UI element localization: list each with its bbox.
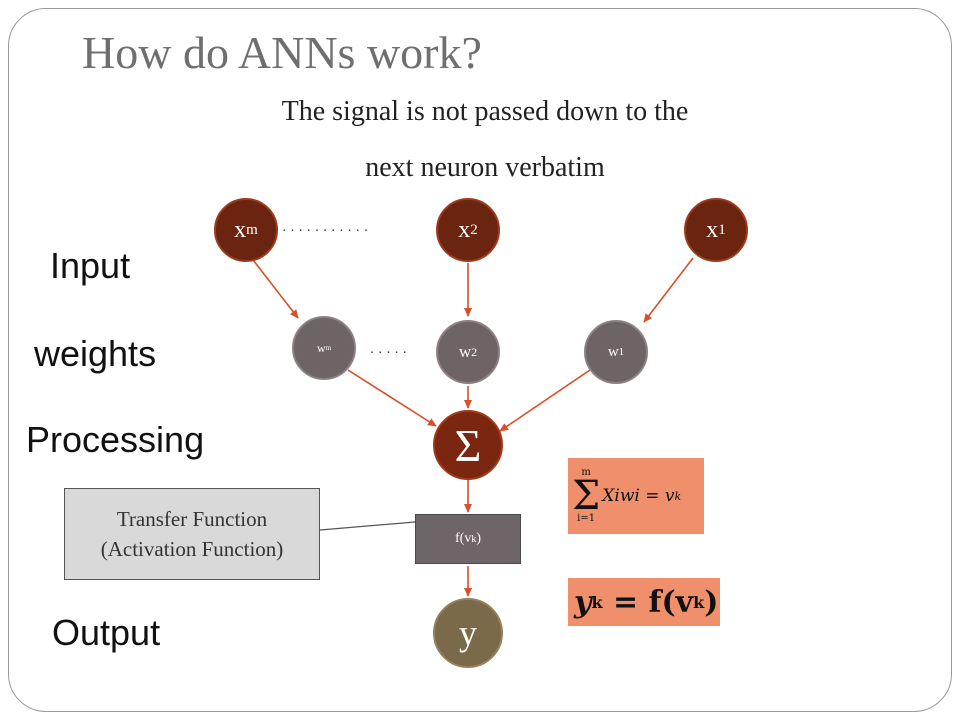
slide-title: How do ANNs work? — [82, 27, 482, 78]
input-node-xm-sub: m — [246, 221, 258, 238]
input-ellipsis: ............ — [274, 218, 373, 235]
input-label: Input — [50, 245, 131, 286]
activation-function-close: ) — [476, 531, 481, 546]
weight-node-w1-base: w — [607, 343, 619, 360]
output-formula-lhs-sub: k — [591, 592, 603, 612]
input-node-x1-base: x — [706, 216, 719, 243]
output-formula-lhs: y — [574, 584, 592, 620]
output-formula-rhs-sub: k — [693, 592, 705, 612]
transfer-connector — [319, 521, 416, 531]
summation-upper-limit: m — [581, 467, 591, 478]
summation-sigma: Σ — [572, 473, 601, 519]
transfer-function-line-2: (Activation Function) — [100, 537, 284, 561]
summation-body: Xiwi = v — [602, 486, 675, 506]
input-node-xm-base: x — [234, 216, 247, 243]
activation-function-sub: k — [471, 533, 477, 545]
edge-x1-w1 — [643, 257, 694, 323]
weight-node-w2-sub: 2 — [471, 344, 478, 359]
transfer-function-line-1: Transfer Function — [116, 507, 268, 531]
transfer-function-box: Transfer Function (Activation Function) — [64, 488, 320, 580]
input-node-x2-sub: 2 — [470, 221, 478, 238]
subtitle-line-1: The signal is not passed down to the — [281, 96, 689, 127]
processing-label: Processing — [26, 419, 205, 460]
output-node-y: y — [433, 598, 503, 668]
edge-w1-sum — [499, 369, 591, 432]
activation-function-base: f(v — [455, 531, 472, 546]
summation-lower-limit: i=1 — [577, 513, 596, 524]
weight-ellipsis: ..... — [370, 340, 411, 357]
summation-symbol: Σ — [454, 419, 482, 471]
output-formula-rhs: = f(v — [602, 584, 694, 620]
input-node-x2-base: x — [458, 216, 471, 243]
summation-body-sub: k — [674, 489, 682, 503]
edge-wm-sum — [347, 369, 437, 427]
summation-node: Σ — [433, 410, 503, 480]
output-formula-close: ) — [704, 584, 719, 620]
weights-label: weights — [34, 333, 157, 374]
slide-frame — [8, 8, 952, 712]
summation-operator: m Σ i=1 — [572, 468, 600, 524]
input-node-x1-sub: 1 — [718, 221, 726, 238]
slide-subtitle: The signal is not passed down to the nex… — [190, 84, 780, 196]
subtitle-line-2: next neuron verbatim — [365, 152, 605, 183]
weight-node-w2-base: w — [458, 342, 472, 361]
weight-node-w1-sub: 1 — [618, 346, 625, 358]
output-node-label: y — [459, 613, 477, 653]
weight-node-wm-base: w — [316, 340, 326, 355]
output-label: Output — [52, 612, 161, 653]
edge-xm-wm — [249, 255, 299, 319]
weight-node-wm-sub: m — [325, 344, 332, 352]
